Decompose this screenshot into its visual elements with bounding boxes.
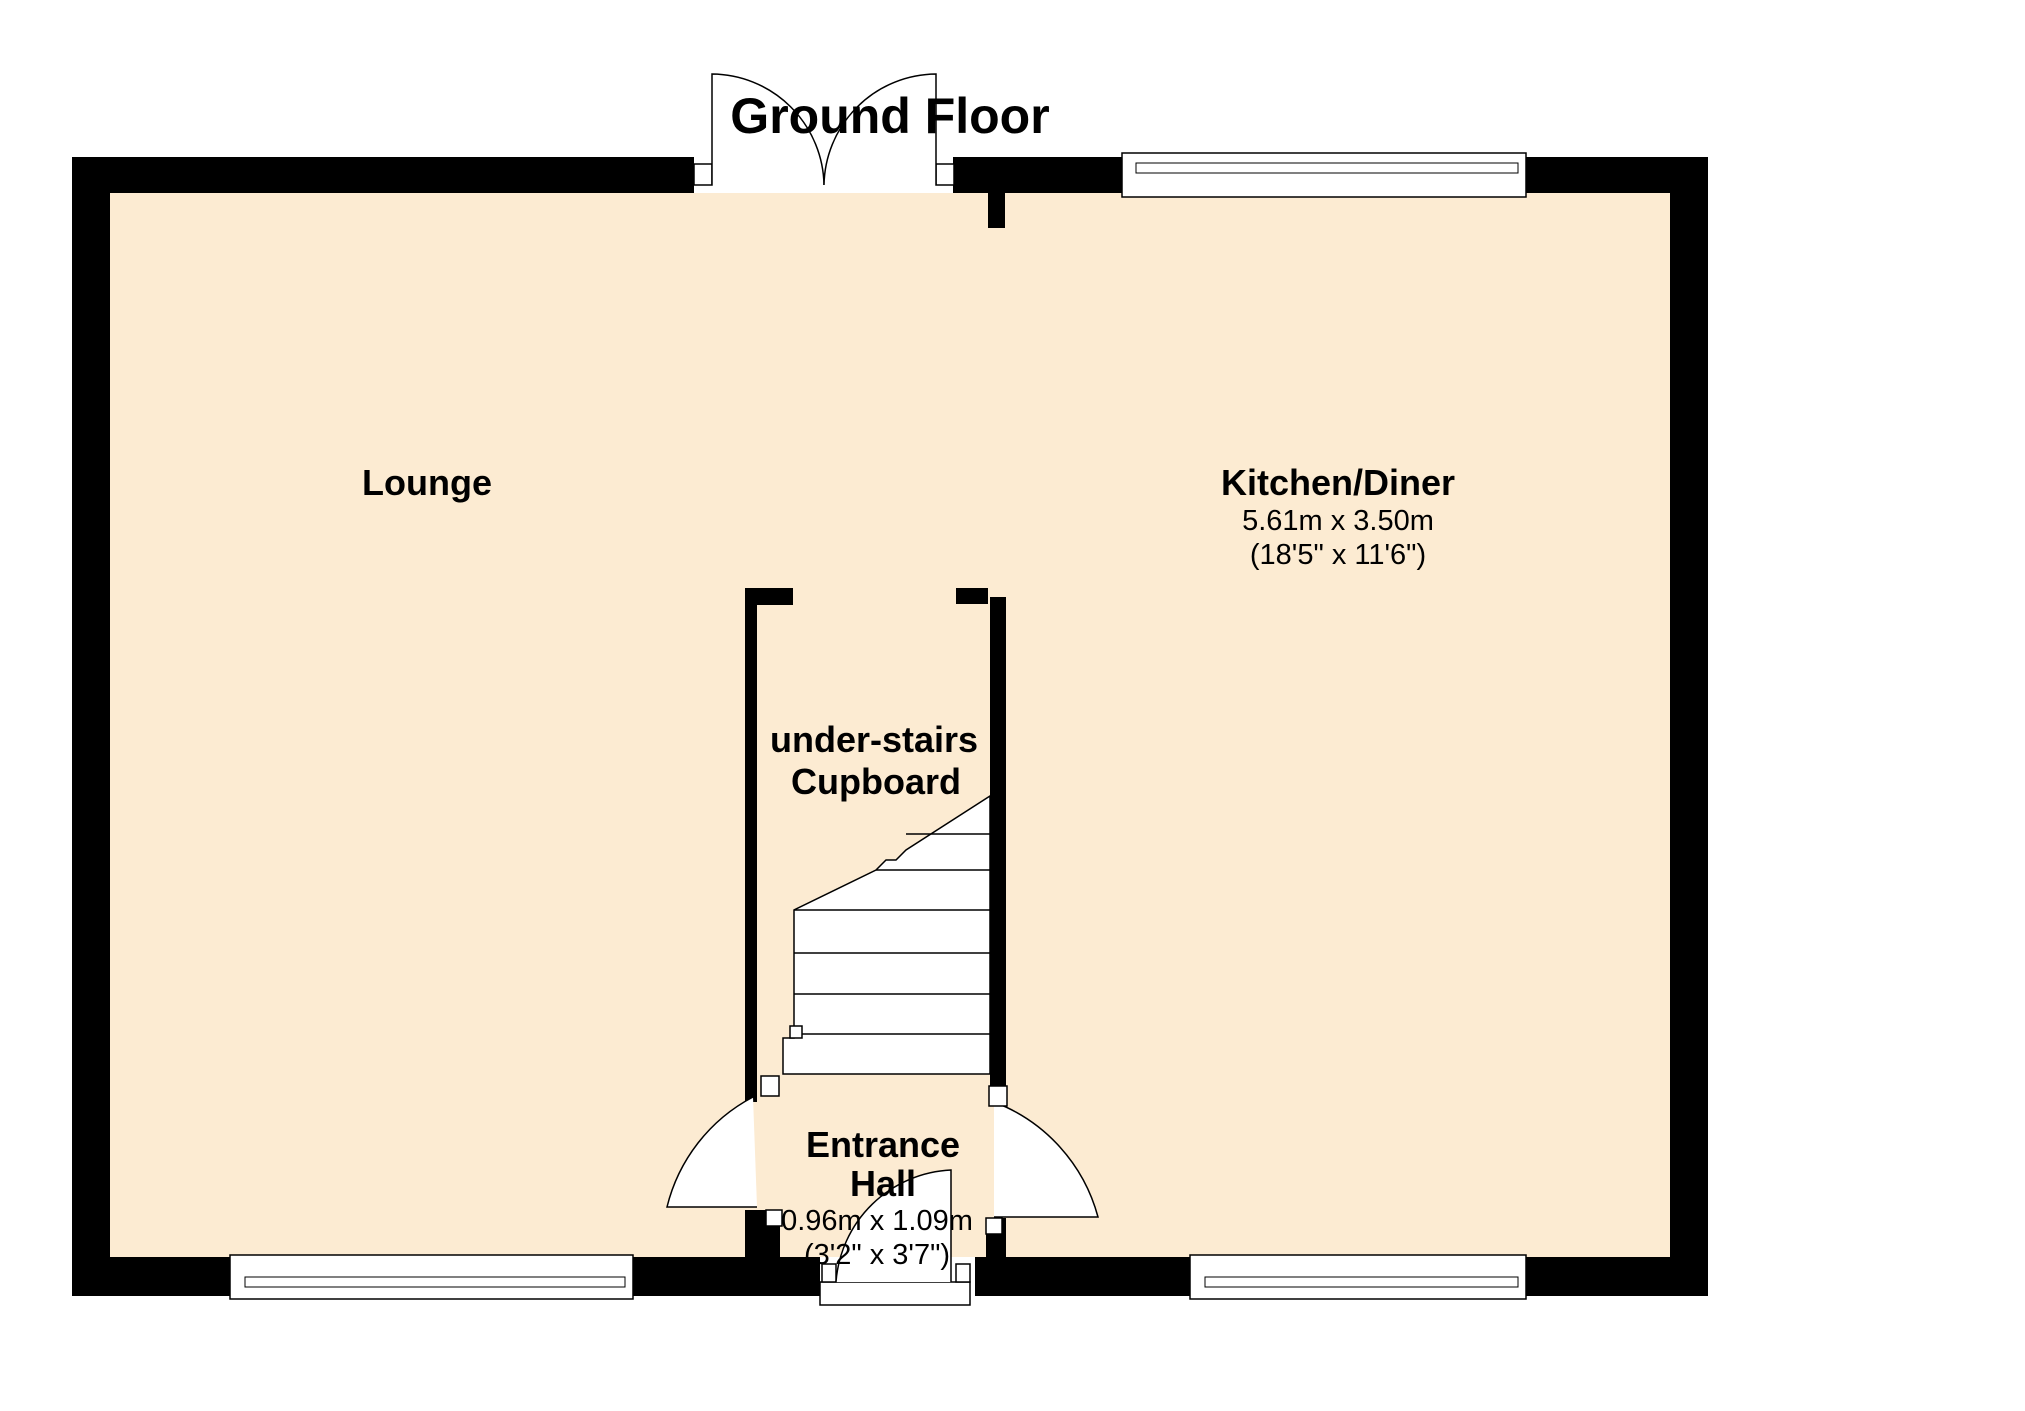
room-dims-imperial-kitchen: (18'5" x 11'6"): [1250, 539, 1426, 571]
interior-walls: [745, 588, 1006, 1257]
room-dims-metric-hall: 0.96m x 1.09m: [781, 1205, 973, 1237]
room-label-lounge: Lounge: [362, 462, 492, 503]
room-label-cupboard-line2: Cupboard: [791, 761, 961, 802]
floor-area: [110, 193, 1670, 1257]
room-dims-imperial-hall: (3'2" x 3'7"): [804, 1239, 950, 1271]
room-label-kitchen: Kitchen/Diner: [1221, 462, 1455, 503]
plan-title: Ground Floor: [730, 88, 1049, 144]
french-doors: [693, 73, 955, 186]
room-label-hall-line1: Entrance: [806, 1124, 960, 1165]
hall-doors: [666, 1075, 1099, 1235]
room-dims-metric-kitchen: 5.61m x 3.50m: [1242, 505, 1434, 537]
window-lounge-front: [229, 1254, 634, 1300]
front-door: [819, 1169, 971, 1306]
room-label-cupboard-line1: under-stairs: [770, 719, 978, 760]
window-kitchen-rear: [1121, 152, 1527, 198]
window-kitchen-front: [1189, 1254, 1527, 1300]
room-label-hall-line2: Hall: [850, 1163, 916, 1204]
staircase: [782, 794, 991, 1075]
